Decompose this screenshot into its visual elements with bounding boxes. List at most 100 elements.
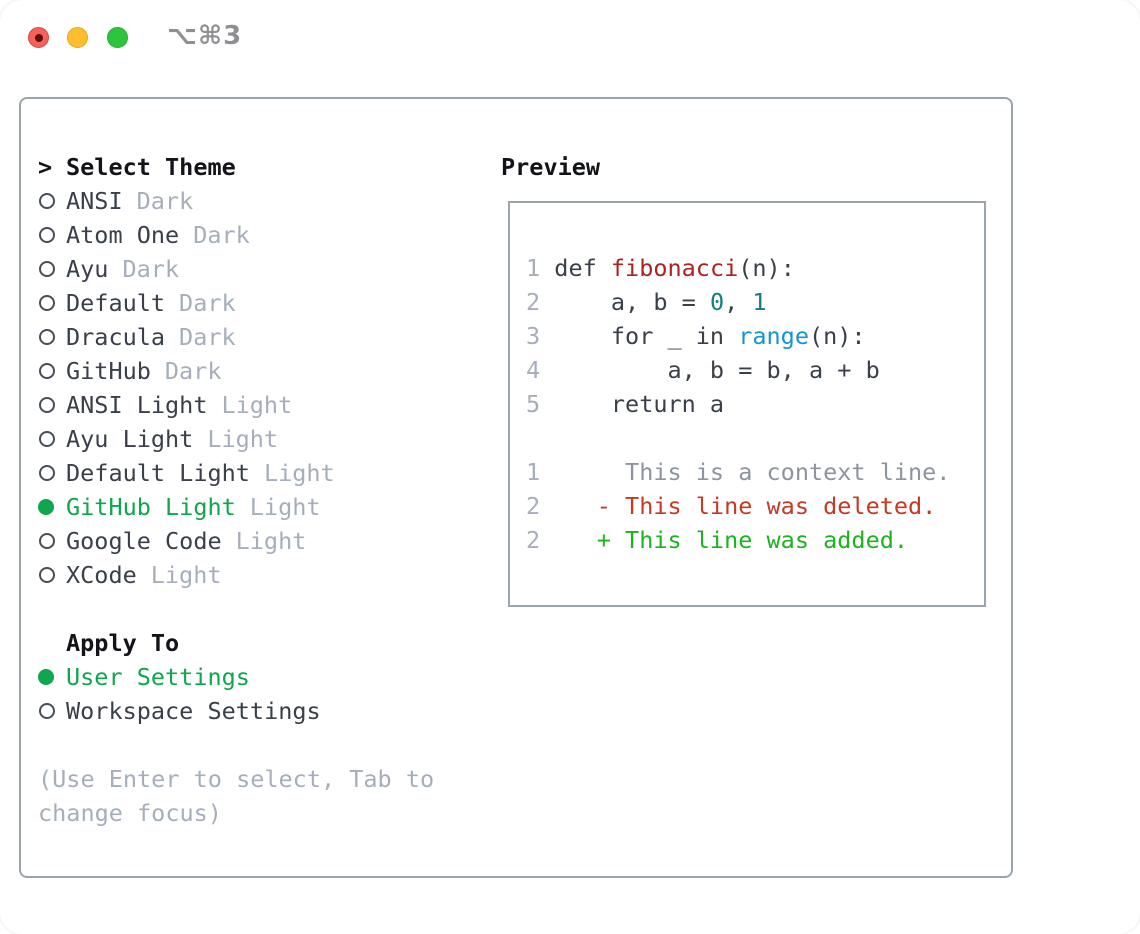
theme-variant-tag: Dark [193,221,250,249]
select-theme-title: Select Theme [66,153,236,181]
code-line: 1 This is a context line. [526,455,984,489]
theme-option-ayu[interactable]: Ayu Dark [38,252,434,286]
line-number: 2 [526,526,541,554]
theme-option-label: Ayu [66,255,109,283]
theme-option-label: Google Code [66,527,222,555]
apply-option-workspace-settings[interactable]: Workspace Settings [38,694,434,728]
radio-circle [39,533,55,549]
token-deleted: - This line was deleted. [540,492,937,520]
theme-option-label: GitHub Light [66,493,236,521]
token-code: def [540,254,611,282]
radio-circle [39,261,55,277]
radio-circle [38,669,54,685]
theme-variant-tag: Dark [136,187,194,215]
radio-circle [38,499,54,515]
token-builtin: range [738,322,809,350]
theme-variant-tag: Dark [122,255,180,283]
theme-option-google-code[interactable]: Google Code Light [38,524,434,558]
token-function: fibonacci [610,254,739,282]
theme-variant-tag: Light [221,391,293,419]
theme-option-label: ANSI [66,187,123,215]
radio-circle [39,363,55,379]
code-line: 1 def fibonacci(n): [526,251,984,285]
apply-to-header: Apply To [38,626,434,660]
line-number: 5 [526,390,541,418]
line-number: 2 [526,492,541,520]
radio-unselected-icon [38,567,66,583]
zoom-button[interactable] [107,27,128,48]
token-code: for _ in [540,322,739,350]
radio-unselected-icon [38,227,66,243]
radio-circle [39,295,55,311]
radio-unselected-icon [38,363,66,379]
radio-circle [39,431,55,447]
theme-option-label: Default Light [66,459,250,487]
theme-option-label: Default [66,289,166,317]
code-line: 2 + This line was added. [526,523,984,557]
radio-circle [39,193,55,209]
theme-variant-tag: Dark [179,289,236,317]
apply-option-label: User Settings [66,663,250,691]
radio-unselected-icon [38,193,66,209]
theme-variant-tag: Light [249,493,321,521]
radio-circle [39,227,55,243]
radio-unselected-icon [38,397,66,413]
theme-option-default[interactable]: Default Dark [38,286,434,320]
token-added: + This line was added. [540,526,909,554]
radio-unselected-icon [38,329,66,345]
token-number: 1 [752,288,767,316]
theme-option-label: Ayu Light [66,425,194,453]
radio-unselected-icon [38,703,66,719]
select-theme-header: > Select Theme [38,150,434,184]
focus-arrow-icon: > [38,153,53,181]
code-line: 2 a, b = 0, 1 [526,285,984,319]
radio-circle [39,465,55,481]
theme-option-atom-one[interactable]: Atom One Dark [38,218,434,252]
code-line: 2 - This line was deleted. [526,489,984,523]
radio-unselected-icon [38,295,66,311]
radio-unselected-icon [38,533,66,549]
token-context: This is a context line. [540,458,951,486]
spacer [38,728,434,762]
minimize-button[interactable] [67,27,88,48]
close-dot-icon [35,34,43,42]
token-code: , [724,288,753,316]
theme-option-github-light[interactable]: GitHub Light Light [38,490,434,524]
hint-line-2: change focus) [38,799,222,827]
line-number: 4 [526,356,541,384]
apply-option-user-settings[interactable]: User Settings [38,660,434,694]
apply-option-label: Workspace Settings [66,697,321,725]
theme-option-label: XCode [66,561,137,589]
theme-option-label: Atom One [66,221,180,249]
token-code: a, b = [540,288,710,316]
radio-circle [39,329,55,345]
line-number: 3 [526,322,541,350]
spacer [38,592,434,626]
radio-unselected-icon [38,431,66,447]
close-button[interactable] [28,27,49,48]
window-title: ⌥⌘3 [167,21,243,51]
preview-title: Preview [501,153,601,181]
radio-circle [39,567,55,583]
token-code: (n): [738,254,795,282]
token-code: a, b = b, a + b [540,356,880,384]
token-number: 0 [709,288,725,316]
theme-variant-tag: Dark [179,323,236,351]
theme-variant-tag: Light [235,527,307,555]
radio-selected-icon [38,499,66,515]
theme-option-ansi[interactable]: ANSI Dark [38,184,434,218]
code-blank-line [526,421,984,455]
radio-circle [39,397,55,413]
theme-variant-tag: Dark [164,357,222,385]
